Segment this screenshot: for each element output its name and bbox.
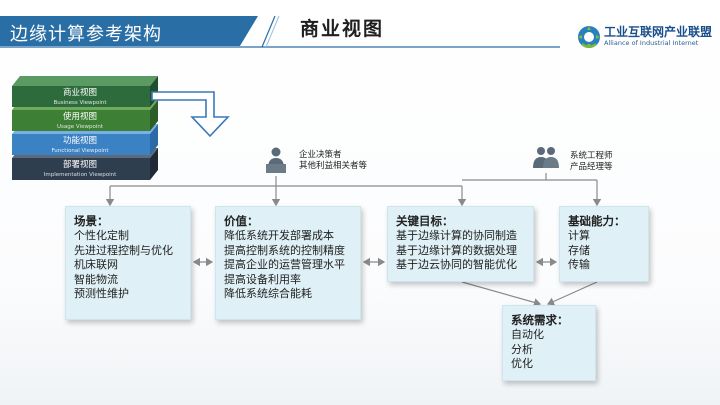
list-item: 预测性维护: [74, 287, 129, 300]
value-box: 价值： 降低系统开发部署成本 提高控制系统的控制精度 提高企业的运营管理水平 提…: [215, 206, 361, 320]
list-item: 基于边云协同的智能优化: [396, 258, 517, 271]
list-item: 优化: [511, 357, 533, 370]
list-item: 个性化定制: [74, 229, 129, 242]
stack-label-functional-en: Functional Viewpoint: [51, 148, 109, 154]
scenario-box: 场景： 个性化定制 先进过程控制与优化 机床联网 智能物流 预测性维护: [65, 206, 191, 320]
value-heading: 价值：: [224, 214, 259, 228]
list-item: 先进过程控制与优化: [74, 243, 173, 257]
connector-lines: [105, 173, 602, 307]
engineer-actor-icon: [533, 147, 559, 168]
engineer-actor-label: 系统工程师 产品经理等: [570, 151, 613, 173]
stack-label-business-cn: 商业视图: [63, 87, 97, 98]
list-item: 智能物流: [74, 272, 118, 286]
enterprise-actor-label: 企业决策者 其他利益相关者等: [299, 150, 367, 172]
list-item: 自动化: [511, 328, 544, 341]
list-item: 传输: [568, 258, 590, 271]
enterprise-actor-line1: 企业决策者: [299, 150, 342, 160]
list-item: 机床联网: [74, 258, 118, 271]
alliance-logo: 工业互联网产业联盟 Alliance of Industrial Interne…: [576, 22, 716, 54]
list-item: 基于边缘计算的数据处理: [396, 243, 517, 257]
system-requirements-heading: 系统需求：: [511, 313, 569, 327]
stack-label-functional-cn: 功能视图: [63, 135, 97, 146]
list-item: 提高设备利用率: [224, 272, 301, 286]
logo-text-cn: 工业互联网产业联盟: [604, 25, 713, 39]
capability-heading: 基础能力：: [568, 214, 626, 228]
list-item: 提高企业的运营管理水平: [224, 258, 345, 271]
stack-label-business-en: Business Viewpoint: [53, 100, 107, 106]
stack-label-implementation-en: Implementation Viewpoint: [44, 172, 117, 178]
stack-label-implementation-cn: 部署视图: [63, 159, 97, 170]
engineer-actor-line1: 系统工程师: [570, 151, 613, 161]
header-bar: 边缘计算参考架构 商业视图 工业互联网产业联盟 Alliance of Indu…: [0, 0, 720, 56]
key-goals-heading: 关键目标：: [396, 214, 454, 228]
list-item: 分析: [511, 342, 533, 356]
key-goals-box: 关键目标： 基于边缘计算的协同制造 基于边缘计算的数据处理 基于边云协同的智能优…: [387, 206, 534, 282]
enterprise-actor-line2: 其他利益相关者等: [299, 161, 368, 171]
section-title-band: [0, 16, 258, 46]
capability-box: 基础能力： 计算 存储 传输: [559, 206, 649, 282]
list-item: 计算: [568, 229, 590, 242]
enterprise-actor-icon: [266, 147, 286, 173]
page-title: 商业视图: [300, 18, 385, 40]
hollow-bent-arrow-icon: [151, 91, 230, 138]
stack-label-usage-en: Usage Viewpoint: [57, 124, 104, 130]
list-item: 存储: [568, 243, 590, 257]
system-requirements-box: 系统需求： 自动化 分析 优化: [502, 305, 596, 381]
list-item: 提高控制系统的控制精度: [224, 243, 345, 257]
header-rule: [0, 15, 560, 48]
list-item: 基于边缘计算的协同制造: [396, 229, 517, 242]
scenario-heading: 场景：: [74, 214, 109, 228]
section-title: 边缘计算参考架构: [10, 24, 162, 45]
gear-logo-icon: [578, 26, 600, 49]
stack-label-usage-cn: 使用视图: [63, 111, 97, 122]
engineer-actor-line2: 产品经理等: [570, 162, 613, 172]
viewpoint-stack: 商业视图 Business Viewpoint 使用视图 Usage Viewp…: [12, 76, 158, 180]
logo-text-en: Alliance of Industrial Internet: [604, 39, 699, 47]
layer-business: [12, 76, 158, 107]
list-item: 降低系统开发部署成本: [224, 229, 334, 242]
list-item: 降低系统综合能耗: [224, 287, 312, 300]
